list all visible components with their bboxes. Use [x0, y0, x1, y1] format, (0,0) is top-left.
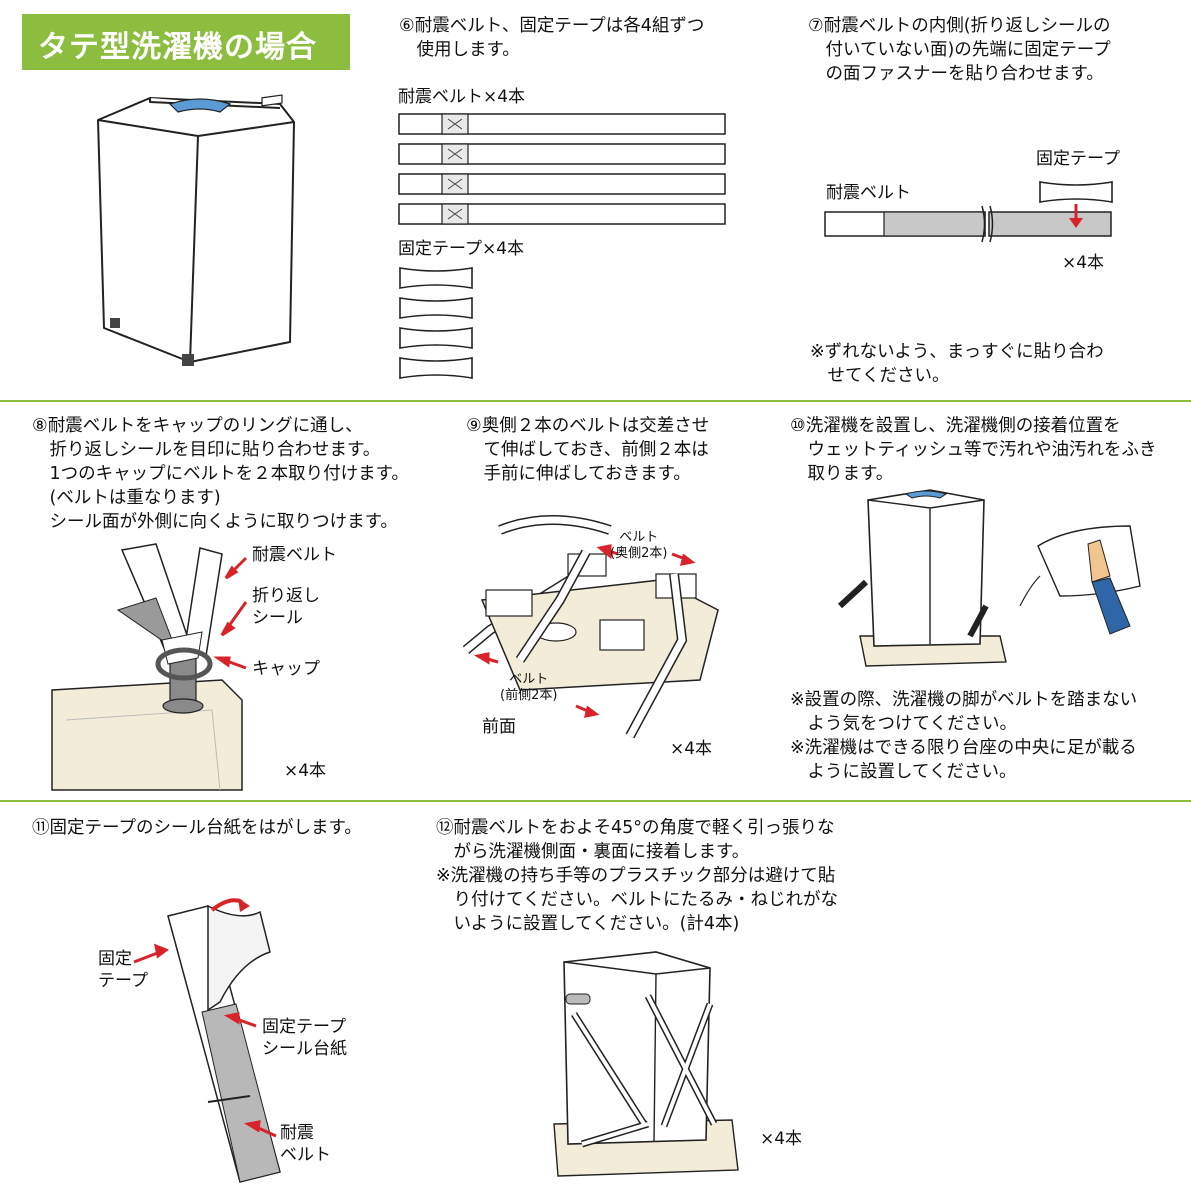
tape-strips: [399, 267, 473, 379]
step7-text: ⑦耐震ベルトの内側(折り返しシールの 付いていない面)の先端に固定テープ の面フ…: [808, 16, 1111, 84]
step11-belt-label: 耐震 ベルト: [280, 1123, 331, 1165]
step8-belt-label: 耐震ベルト: [252, 545, 337, 565]
step9-text: ⑨奥側２本のベルトは交差させ て伸ばしておき、前側２本は 手前に伸ばしておきます…: [466, 416, 710, 484]
step8-text: ⑧耐震ベルトをキャップのリングに通し、 折り返しシールを目印に貼り合わせます。 …: [32, 416, 409, 532]
step8-seal-label: 折り返し シール: [252, 586, 320, 628]
belt-strips: [398, 113, 726, 225]
step12-text: ⑫耐震ベルトをおよそ45°の角度で軽く引っ張りな がら洗濯機側面・裏面に接着しま…: [436, 818, 838, 934]
step10-note1: ※設置の際、洗濯機の脚がベルトを踏まない よう気をつけてください。: [790, 690, 1138, 734]
step6-text: ⑥耐震ベルト、固定テープは各4組ずつ 使用します。: [399, 16, 705, 60]
title-banner: [22, 14, 350, 70]
step7-count: ×4本: [1062, 253, 1105, 273]
section-divider: [0, 800, 1191, 802]
peel-backing-illustration: [167, 898, 281, 1183]
step10-text: ⑩洗濯機を設置し、洗濯機側の接着位置を ウェットティッシュ等で汚れや油汚れをふき…: [790, 416, 1157, 484]
step11-backing-label: 固定テープ シール台紙: [262, 1017, 347, 1059]
step6-belt-label: 耐震ベルト×4本: [398, 87, 526, 107]
step7-tape-label: 固定テープ: [1036, 149, 1120, 169]
step9-front-label: 前面: [482, 717, 516, 737]
step9-count: ×4本: [670, 739, 713, 759]
step8-count: ×4本: [284, 761, 327, 781]
cap-ring-illustration: [51, 543, 243, 791]
step10-note2: ※洗濯機はできる限り台座の中央に足が載る ように設置してください。: [790, 738, 1137, 782]
step7-belt-label: 耐震ベルト: [826, 183, 911, 203]
washing-machine-illustration: [97, 94, 295, 366]
step11-tape-label: 固定 テープ: [98, 949, 148, 991]
step11-text: ⑪固定テープのシール台紙をはがします。: [32, 818, 362, 838]
step8-cap-label: キャップ: [252, 659, 320, 679]
installed-machine-illustration: [553, 951, 739, 1177]
belt-with-tape-diagram: [824, 181, 1113, 243]
step6-tape-label: 固定テープ×4本: [398, 239, 525, 259]
page-title: タテ型洗濯機の場合: [38, 30, 317, 65]
machine-on-base-wiping: [837, 489, 1141, 667]
step9-front-belt-label: ベルト (前側2本): [500, 672, 558, 703]
base-stand-illustration: [462, 515, 719, 739]
section-divider: [0, 400, 1191, 402]
step9-back-belt-label: ベルト (奥側2本): [610, 530, 668, 561]
step7-note: ※ずれないよう、まっすぐに貼り合わ せてください。: [810, 342, 1104, 386]
step12-count: ×4本: [760, 1129, 803, 1149]
